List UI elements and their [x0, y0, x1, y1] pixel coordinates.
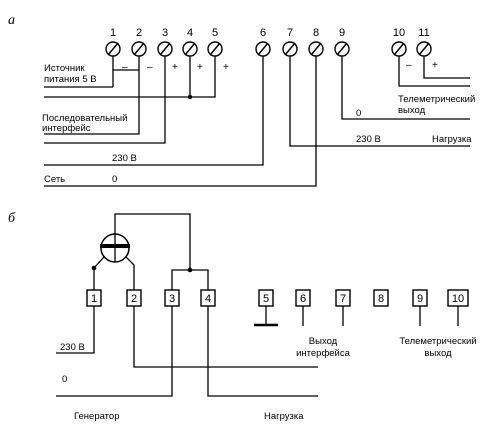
load-230v-label: 230 В	[356, 134, 381, 145]
meter-coil-icon	[100, 233, 130, 263]
interface-output-label-line2: интерфейса	[296, 348, 351, 359]
terminal-8: 8	[308, 27, 324, 57]
terminal-11-number: 11	[418, 27, 429, 39]
terminal-5: 5 +	[207, 27, 229, 73]
terminal-b-3: 3	[164, 289, 180, 307]
terminal-7: 7	[282, 27, 298, 57]
network-zero-label: 0	[112, 174, 117, 185]
terminal-b-5-number: 5	[263, 293, 269, 305]
terminal-11: 11 +	[416, 27, 438, 71]
terminal-4-number: 4	[187, 27, 193, 39]
terminal-2-number: 2	[136, 27, 142, 39]
terminal-3: 3 +	[157, 27, 178, 73]
network-230v-label: 230 В	[112, 153, 137, 164]
terminal-3-number: 3	[162, 27, 168, 39]
terminal-3-polarity: +	[172, 62, 178, 73]
section-a-wires	[44, 56, 470, 187]
terminal-1-polarity: –	[122, 62, 128, 73]
terminal-b-2: 2	[126, 289, 142, 307]
terminal-10: 10 –	[391, 27, 412, 71]
terminal-8-number: 8	[313, 27, 319, 39]
section-a: а 1 – 2 – 3 + 4 + 5	[8, 13, 475, 187]
power-source-label-line1: Источник	[44, 63, 85, 74]
terminal-11-polarity: +	[432, 60, 438, 71]
terminal-b-7-number: 7	[340, 293, 346, 305]
telemetry-output-label-line2: выход	[424, 348, 452, 359]
interface-output-label-line1: Выход	[309, 336, 338, 347]
terminal-6: 6	[255, 27, 271, 57]
terminal-b-6: 6	[295, 289, 311, 307]
terminal-10-polarity: –	[406, 60, 412, 71]
terminal-5-number: 5	[212, 27, 218, 39]
terminal-b-1: 1	[86, 289, 102, 307]
section-a-letter: а	[8, 13, 15, 28]
terminal-b-1-number: 1	[91, 293, 97, 305]
terminal-b-3-number: 3	[169, 293, 175, 305]
terminal-b-7: 7	[335, 289, 351, 307]
terminal-b-4-number: 4	[205, 293, 211, 305]
terminal-b-10-number: 10	[452, 293, 464, 305]
terminal-b-4: 4	[200, 289, 216, 307]
telemetry-label-line2: выход	[398, 105, 426, 116]
terminal-10-number: 10	[393, 27, 405, 39]
terminal-9: 9	[334, 27, 350, 57]
load-label-b: Нагрузка	[264, 411, 304, 422]
terminal-block-b: 1 2 3 4 5 6 7	[86, 289, 469, 307]
terminal-b-9: 9	[412, 289, 428, 307]
terminal-b-6-number: 6	[300, 293, 306, 305]
supply-230v-label: 230 В	[60, 342, 85, 353]
terminal-4: 4 +	[182, 27, 203, 73]
terminal-1: 1 –	[105, 27, 128, 73]
load-label: Нагрузка	[432, 134, 472, 145]
serial-interface-label-line2: интерфейс	[42, 123, 91, 134]
telemetry-output-label-line1: Телеметрический	[399, 336, 476, 347]
section-b: б	[8, 211, 477, 422]
terminal-2: 2 –	[131, 27, 153, 73]
load-zero-label: 0	[356, 108, 361, 119]
terminal-7-number: 7	[287, 27, 293, 39]
serial-interface-label-line1: Последовательный	[42, 113, 127, 124]
power-source-label-line2: питания 5 В	[44, 74, 97, 85]
supply-zero-label: 0	[62, 374, 67, 385]
terminal-b-10: 10	[447, 289, 469, 307]
terminal-4-polarity: +	[197, 62, 203, 73]
terminal-b-8-number: 8	[378, 293, 384, 305]
telemetry-label-line1: Телеметрический	[398, 94, 475, 105]
section-b-wires	[56, 213, 459, 397]
terminal-1-number: 1	[110, 27, 116, 39]
terminal-b-5: 5	[258, 289, 274, 307]
terminal-2-polarity: –	[147, 62, 153, 73]
terminal-b-2-number: 2	[131, 293, 137, 305]
section-b-letter: б	[8, 211, 16, 226]
terminal-b-8: 8	[373, 289, 389, 307]
terminal-b-9-number: 9	[417, 293, 423, 305]
network-label: Сеть	[44, 174, 65, 185]
terminal-6-number: 6	[260, 27, 266, 39]
generator-label: Генератор	[74, 411, 120, 422]
terminal-5-polarity: +	[223, 62, 229, 73]
terminal-9-number: 9	[339, 27, 345, 39]
